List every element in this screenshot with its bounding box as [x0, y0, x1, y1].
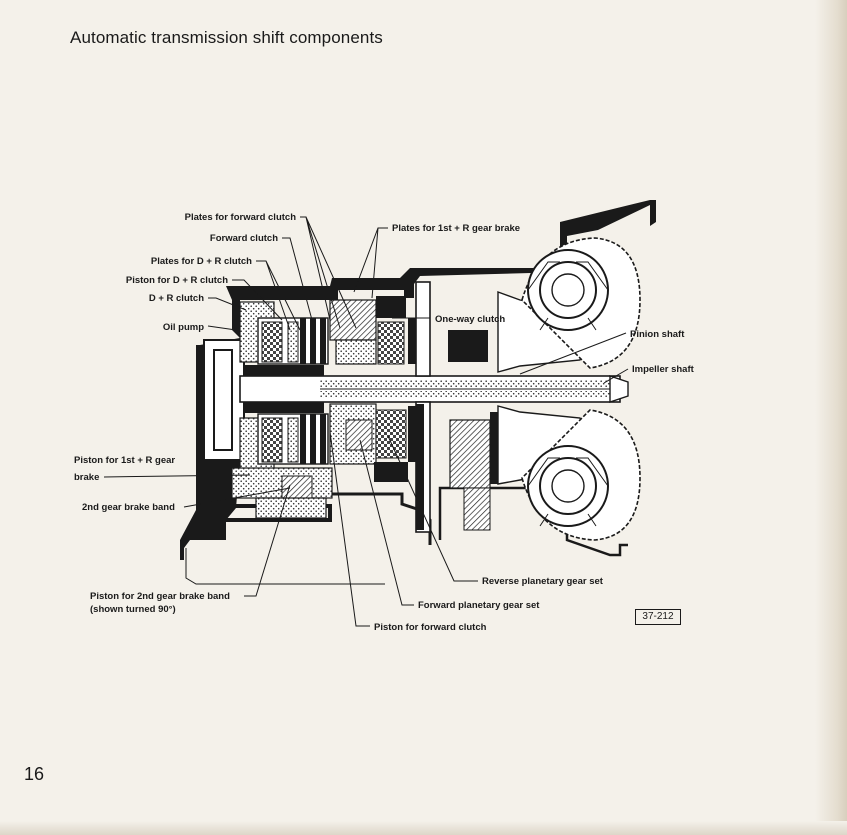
page-title: Automatic transmission shift components: [70, 28, 383, 47]
figure-id-box: 37-212: [635, 609, 681, 625]
label-piston-1st-r-brake-line2: brake: [74, 472, 99, 483]
label-plates-dr-clutch: Plates for D + R clutch: [151, 256, 252, 267]
label-piston-2nd-brake-band-line1: Piston for 2nd gear brake band: [90, 591, 230, 602]
label-piston-1st-r-brake-line1: Piston for 1st + R gear: [74, 455, 175, 466]
label-reverse-planetary: Reverse planetary gear set: [482, 576, 604, 587]
diagram-labels: Plates for forward clutch Forward clutch…: [74, 212, 695, 633]
label-dr-clutch: D + R clutch: [149, 293, 204, 304]
label-one-way-clutch: One-way clutch: [435, 314, 505, 325]
label-2nd-gear-brake-band: 2nd gear brake band: [82, 502, 175, 513]
label-piston-dr-clutch: Piston for D + R clutch: [126, 275, 228, 286]
page-number: 16: [24, 764, 45, 784]
page-edge-shadow: [815, 0, 847, 835]
torque-converter: [521, 237, 641, 541]
label-pinion-shaft: Pinion shaft: [630, 329, 685, 340]
label-plates-1st-r-brake: Plates for 1st + R gear brake: [392, 223, 520, 234]
label-piston-forward-clutch: Piston for forward clutch: [374, 622, 487, 633]
label-forward-clutch: Forward clutch: [210, 233, 278, 244]
leader-lines: [103, 216, 629, 627]
label-forward-planetary: Forward planetary gear set: [418, 600, 540, 611]
label-piston-2nd-brake-band-line2: (shown turned 90°): [90, 604, 176, 615]
label-impeller-shaft: Impeller shaft: [632, 364, 695, 375]
planetary-gear-sets: [415, 281, 591, 533]
label-oil-pump: Oil pump: [163, 322, 204, 333]
main-shaft: [239, 365, 629, 413]
clutch-packs-lower: [255, 403, 416, 519]
label-plates-forward-clutch: Plates for forward clutch: [185, 212, 297, 223]
page-bottom-edge: [0, 821, 847, 835]
